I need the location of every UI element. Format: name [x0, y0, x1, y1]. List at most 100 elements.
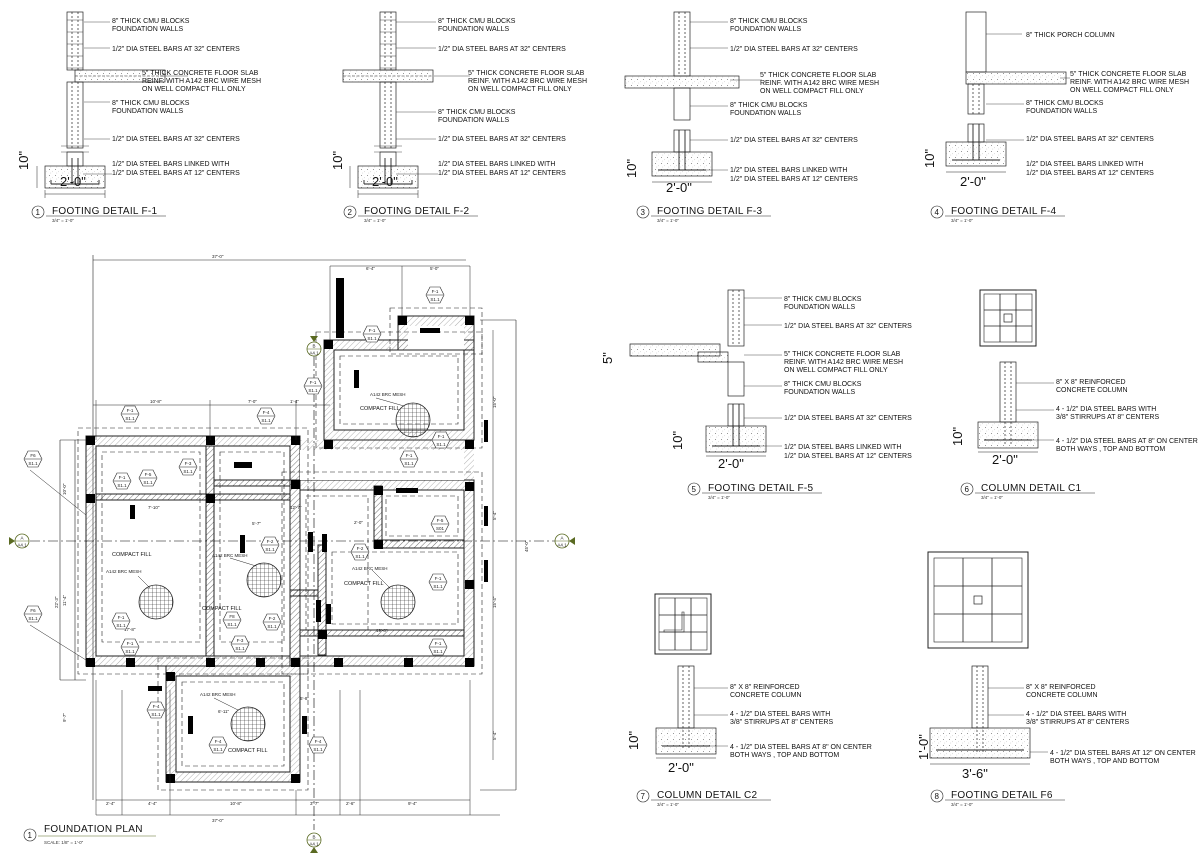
footing-tag-sheet: S1.1	[308, 388, 318, 393]
label-compact-fill: COMPACT FILL	[112, 552, 152, 558]
footing-tag-id: F-1	[369, 328, 376, 333]
label-mesh: A142 BRC MESH	[200, 692, 236, 697]
plan-walls	[85, 315, 475, 783]
mesh-circles	[138, 402, 431, 742]
footing-tag-id: F-1	[406, 453, 413, 458]
footing-tag-sheet: S1.1	[313, 747, 323, 752]
footing-tag: F-4S1.1	[146, 701, 166, 719]
note-bars32: 1/2" DIA STEEL BARS AT 32" CENTERS	[784, 415, 912, 422]
note-cmu: 8" THICK CMU BLOCKS	[438, 18, 516, 25]
note-cmu: FOUNDATION WALLS	[1026, 108, 1098, 115]
dim-bottom: 2'-6"	[346, 801, 355, 806]
detail-scale: 3/4" = 1'-0"	[981, 495, 1003, 500]
note-column: 8" X 8" REINFORCED	[730, 684, 800, 691]
section-marker-sheet: A4.1	[557, 543, 567, 548]
footing-tag: F-1S1.1	[303, 377, 323, 395]
note-cmu: FOUNDATION WALLS	[112, 26, 184, 33]
footing-tag: F-1S1.1	[112, 472, 132, 490]
dim-left: 22'-3"	[54, 596, 59, 608]
detail-number: 3	[641, 208, 646, 217]
note-slab: REINF. WITH A142 BRC WIRE MESH	[468, 78, 587, 85]
dim-bottom: 10'-8"	[230, 801, 242, 806]
note-slab: REINF. WITH A142 BRC WIRE MESH	[1070, 79, 1189, 86]
footing-tag-sheet: S1.1	[433, 584, 443, 589]
label-mesh: A142 BRC MESH	[370, 392, 406, 397]
footing-tag-sheet: S1.1	[265, 547, 275, 552]
note-linked: 1/2" DIA STEEL BARS AT 12" CENTERS	[730, 176, 858, 183]
detail-title: COLUMN DETAIL C2	[657, 790, 758, 801]
footing-tag: F-1S1.1	[425, 286, 445, 304]
dim-2ft: 2'-0"	[960, 174, 986, 189]
footing-tag-id: F-4	[315, 739, 322, 744]
footing-tag-sheet: S1.1	[28, 616, 38, 621]
footing-tag: F-3S1.1	[178, 458, 198, 476]
note-stirrups: 4 - 1/2" DIA STEEL BARS WITH	[1056, 406, 1156, 413]
note-slab: ON WELL COMPACT FILL ONLY	[760, 88, 864, 95]
note-bars8: BOTH WAYS , TOP AND BOTTOM	[1056, 446, 1165, 453]
footing-tag: F-1S1.1	[120, 405, 140, 423]
footing-tag: F-4S1.1	[308, 736, 328, 754]
dim-5in: 5"	[600, 352, 615, 364]
footing-tag-sheet: S1.1	[227, 622, 237, 627]
note-cmu: FOUNDATION WALLS	[438, 26, 510, 33]
note-cmu: 8" THICK CMU BLOCKS	[784, 296, 862, 303]
section-marker: BA4.1	[306, 336, 322, 357]
footing-tag-sheet: S1.1	[430, 297, 440, 302]
footing-tag: F-2S1.1	[350, 543, 370, 561]
note-slab: 5" THICK CONCRETE FLOOR SLAB	[1070, 71, 1187, 78]
footing-tag-sheet: S1.1	[116, 623, 126, 628]
footing-tag: F-2S1.1	[262, 613, 282, 631]
plan-number: 1	[28, 831, 33, 840]
note-porch-column: 8" THICK PORCH COLUMN	[1026, 32, 1115, 39]
dim-2ft: 2'-0"	[60, 174, 86, 189]
section-marker-sheet: A4.1	[17, 543, 27, 548]
dim-2ft: 2'-0"	[668, 760, 694, 775]
dim-total-height: 45'-0"	[524, 540, 529, 552]
section-marker-id: B	[312, 344, 315, 349]
footing-tag: F-1S1.1	[431, 431, 451, 449]
label-compact-fill: COMPACT FILL	[202, 606, 242, 612]
dim-bottom: 3'-7"	[310, 801, 319, 806]
dim-bottom: 9'-4"	[408, 801, 417, 806]
note-column: 8" X 8" REINFORCED	[1056, 379, 1126, 386]
footing-tag-sheet: S1.1	[125, 649, 135, 654]
footing-tag: F-4S1.1	[256, 407, 276, 425]
note-stirrups: 3/8" STIRRUPS AT 8" CENTERS	[730, 719, 833, 726]
dim-inner: 2'-0"	[354, 520, 363, 525]
footing-tag-id: F-1	[435, 641, 442, 646]
footing-tag: F-1S1.1	[111, 612, 131, 630]
note-bars32: 1/2" DIA STEEL BARS AT 32" CENTERS	[438, 46, 566, 53]
note-bars12: 4 - 1/2" DIA STEEL BARS AT 12" ON CENTER	[1050, 750, 1196, 757]
dim-total-width-bottom: 37'-0"	[212, 818, 224, 823]
footing-tag-id: F-4	[263, 410, 270, 415]
dim-2ft: 2'-0"	[666, 180, 692, 195]
dim-10in: 10"	[950, 427, 965, 446]
footing-tag: F-2S1.1	[260, 536, 280, 554]
dim-10in: 10"	[670, 431, 685, 450]
dim-left: 11'-4"	[62, 594, 67, 606]
footing-tag-sheet: S1.1	[213, 747, 223, 752]
label-mesh: A142 BRC MESH	[106, 569, 142, 574]
dim-right: 15'-0"	[492, 396, 497, 408]
dim-right: 5'-4"	[492, 511, 497, 520]
note-stirrups: 4 - 1/2" DIA STEEL BARS WITH	[1026, 711, 1126, 718]
footing-tag-sheet: S1.1	[151, 712, 161, 717]
footing-tag-id: F-1	[438, 434, 445, 439]
dim-left: 9'-7"	[62, 713, 67, 722]
detail-number: 7	[641, 792, 646, 801]
note-bars32: 1/2" DIA STEEL BARS AT 32" CENTERS	[730, 137, 858, 144]
dim-inner: 12'-7"	[290, 505, 302, 510]
note-linked: 1/2" DIA STEEL BARS AT 12" CENTERS	[1026, 170, 1154, 177]
dim-right: 15'-4"	[492, 596, 497, 608]
note-slab: 5" THICK CONCRETE FLOOR SLAB	[784, 351, 901, 358]
footing-tag: F-5S1.1	[138, 469, 158, 487]
dim-total-width: 37'-0"	[212, 254, 224, 259]
note-slab: ON WELL COMPACT FILL ONLY	[784, 367, 888, 374]
dim-bottom: 4'-4"	[148, 801, 157, 806]
note-cmu: 8" THICK CMU BLOCKS	[784, 381, 862, 388]
dim-right: 5'-4"	[492, 731, 497, 740]
section-marker-arrow	[310, 847, 318, 853]
